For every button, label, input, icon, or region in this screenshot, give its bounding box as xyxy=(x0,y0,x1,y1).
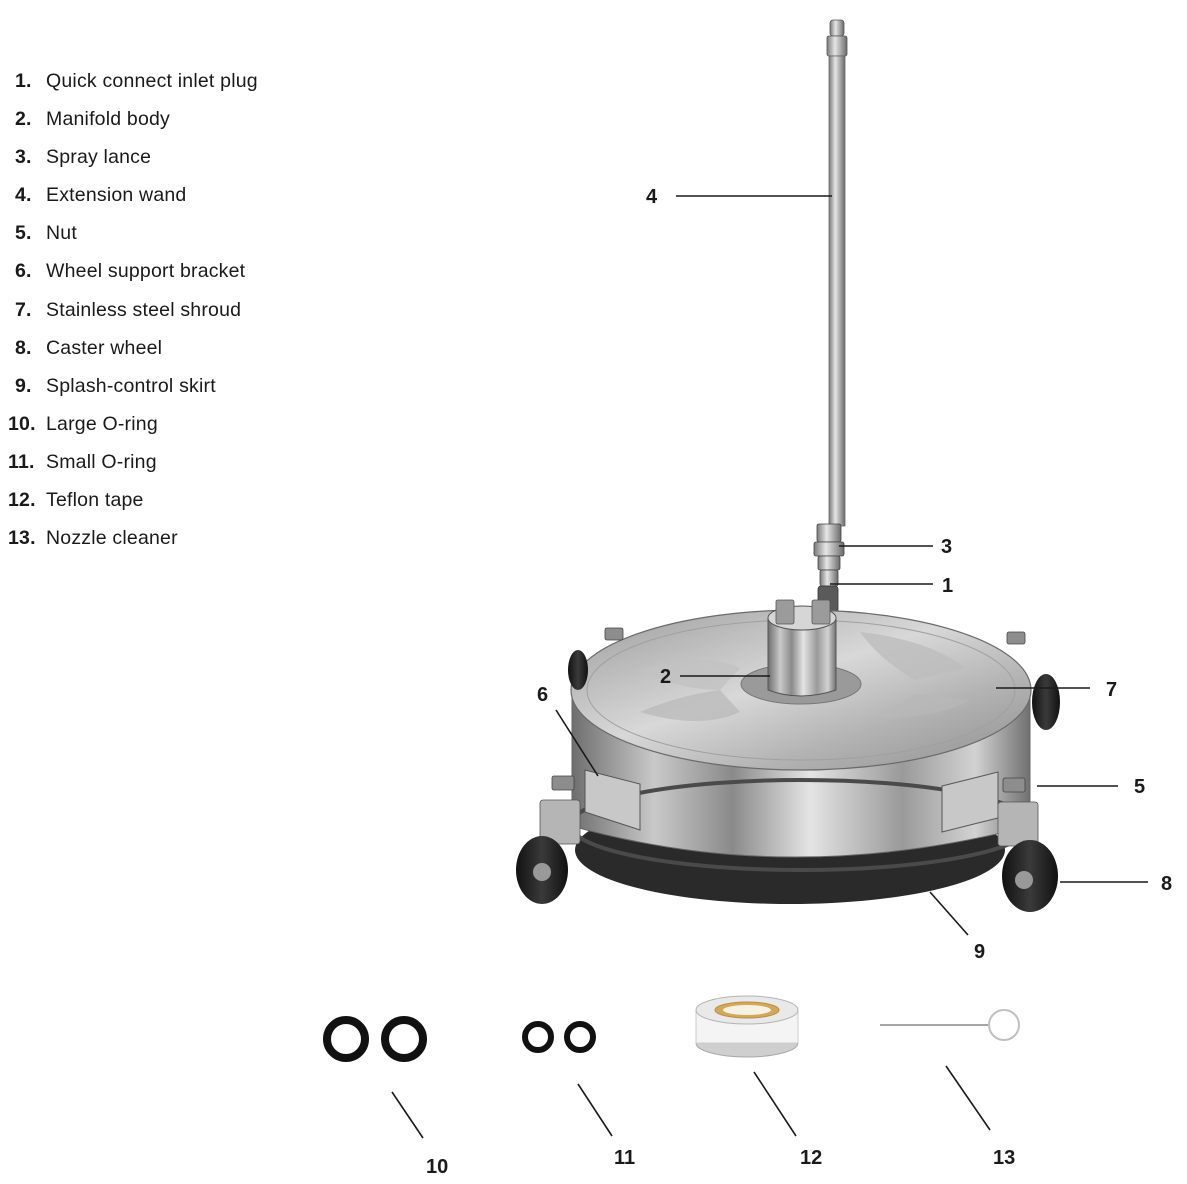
part-number: 11. xyxy=(8,450,35,473)
part-number: 7. xyxy=(15,298,32,321)
leader-line xyxy=(945,1065,991,1131)
parts-list-item: 3. Spray lance xyxy=(8,142,258,180)
part-number: 10. xyxy=(8,412,36,435)
parts-list-item: 13. Nozzle cleaner xyxy=(8,523,258,561)
part-number: 8. xyxy=(15,336,32,359)
manifold-body xyxy=(767,599,837,697)
teflon-tape-roll xyxy=(695,995,799,1058)
stainless-shroud xyxy=(569,609,1033,872)
callout-13: 13 xyxy=(993,1147,1015,1169)
part-label: Nut xyxy=(46,222,77,245)
part-number: 1. xyxy=(15,70,32,92)
wheel-bracket xyxy=(584,769,641,831)
callout-8: 8 xyxy=(1161,873,1172,895)
parts-list-item: 4. Extension wand xyxy=(8,180,258,218)
callout-1: 1 xyxy=(942,575,953,597)
caster-wheel xyxy=(1032,674,1060,730)
parts-list-item: 7. Stainless steel shroud xyxy=(8,295,258,333)
part-label: Large O-ring xyxy=(46,412,158,435)
part-label: Manifold body xyxy=(46,108,171,131)
parts-list-item: 10. Large O-ring xyxy=(8,409,258,447)
callout-5: 5 xyxy=(1134,776,1145,798)
parts-list: 1. Quick connect inlet plug 2. Manifold bo… xyxy=(8,66,258,561)
callout-11: 11 xyxy=(614,1147,635,1169)
callout-3: 3 xyxy=(941,536,952,558)
part-number: 12. xyxy=(8,489,36,512)
leader-line xyxy=(929,891,969,936)
part-number: 3. xyxy=(15,146,32,169)
parts-list-item: 6. Wheel support bracket xyxy=(8,256,258,294)
part-number: 4. xyxy=(15,184,32,207)
caster-wheel xyxy=(516,799,581,904)
caster-wheel xyxy=(997,801,1058,912)
parts-list-item: 5. Nut xyxy=(8,218,258,256)
large-o-ring-pair xyxy=(323,1016,427,1062)
leader-line xyxy=(577,1083,613,1137)
parts-list-item: 2. Manifold body xyxy=(8,104,258,142)
callout-9: 9 xyxy=(974,941,985,963)
part-label: Caster wheel xyxy=(46,336,163,359)
part-label: Spray lance xyxy=(46,146,152,169)
spray-lance-coupler xyxy=(813,523,845,571)
part-label: Wheel support bracket xyxy=(46,260,246,283)
part-label: Quick connect inlet plug xyxy=(46,70,258,92)
part-label: Teflon tape xyxy=(46,489,144,512)
callout-2: 2 xyxy=(660,666,671,688)
leader-line xyxy=(555,709,599,777)
part-number: 9. xyxy=(15,374,32,397)
callout-12: 12 xyxy=(800,1147,822,1169)
caster-wheel xyxy=(568,650,588,690)
part-label: Stainless steel shroud xyxy=(46,298,242,321)
extension-wand xyxy=(826,19,848,527)
parts-list-item: 11. Small O-ring xyxy=(8,447,258,485)
part-number: 5. xyxy=(15,222,32,245)
callout-7: 7 xyxy=(1106,679,1117,701)
parts-list-item: 1. Quick connect inlet plug xyxy=(8,66,258,104)
callout-10: 10 xyxy=(426,1156,448,1178)
part-label: Splash-control skirt xyxy=(46,374,216,397)
leader-line xyxy=(753,1071,797,1137)
callout-6: 6 xyxy=(537,684,548,706)
part-label: Nozzle cleaner xyxy=(46,527,178,550)
part-number: 2. xyxy=(15,108,32,131)
parts-list-item: 9. Splash-control skirt xyxy=(8,371,258,409)
small-o-ring-pair xyxy=(522,1021,596,1053)
part-number: 13. xyxy=(8,527,36,550)
callout-4: 4 xyxy=(646,186,658,208)
parts-list-item: 12. Teflon tape xyxy=(8,485,258,523)
nozzle-cleaner xyxy=(880,1009,1020,1041)
part-label: Extension wand xyxy=(46,184,187,207)
leader-line xyxy=(391,1091,424,1139)
nut xyxy=(551,627,1026,793)
parts-list-item: 8. Caster wheel xyxy=(8,333,258,371)
part-number: 6. xyxy=(15,260,32,283)
part-label: Small O-ring xyxy=(46,450,157,473)
